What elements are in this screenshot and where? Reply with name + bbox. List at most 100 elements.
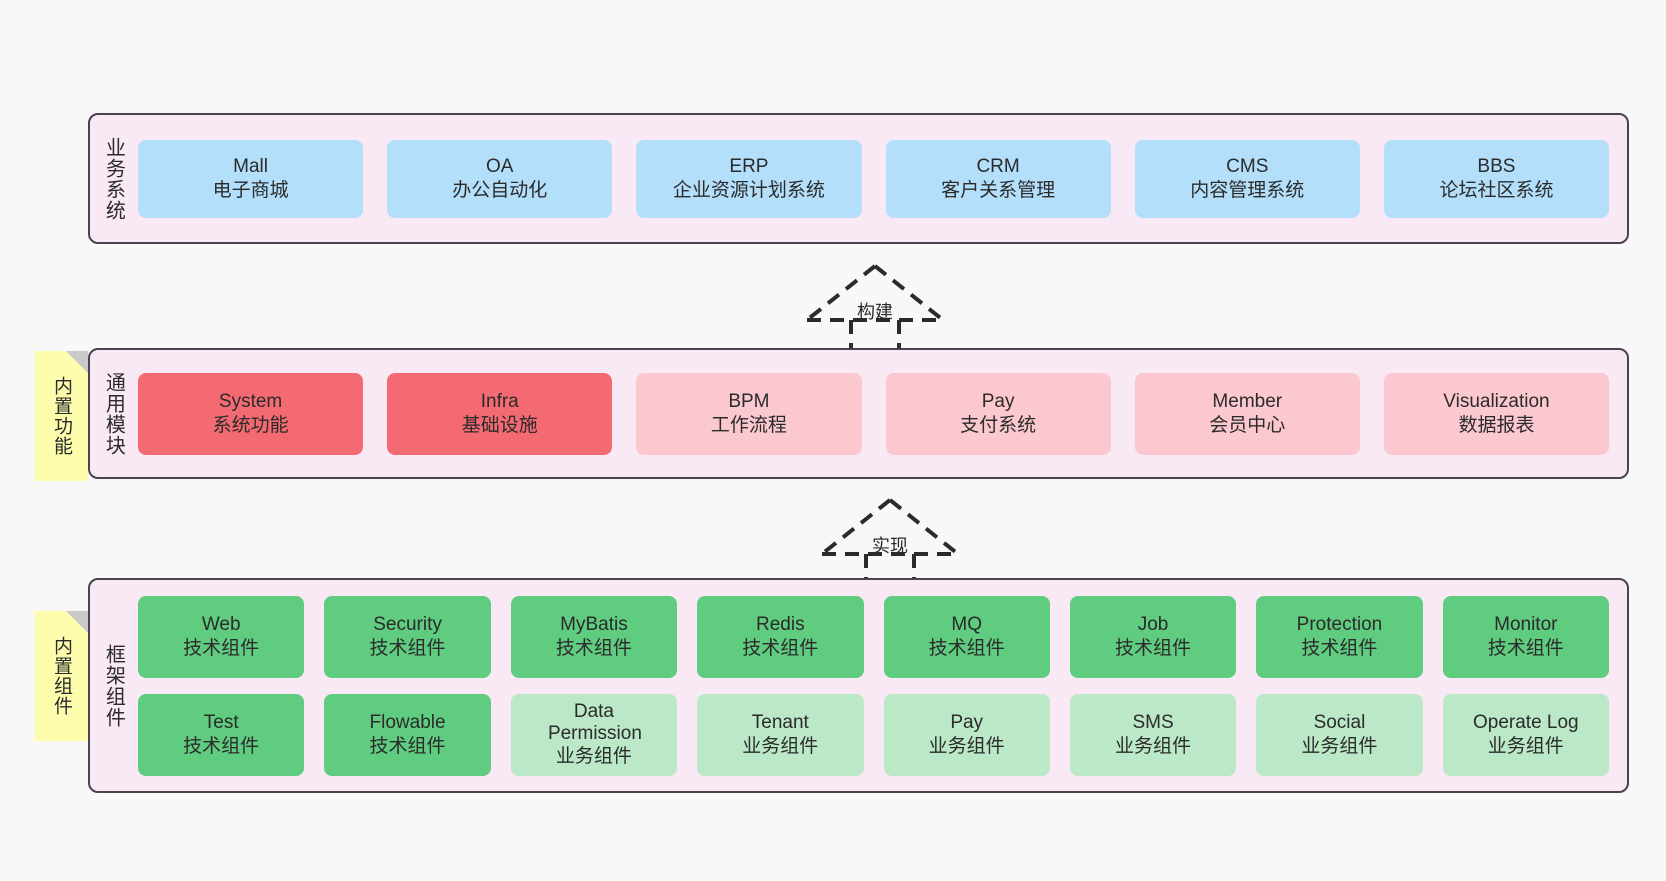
- card-erp[interactable]: ERP 企业资源计划系统: [636, 139, 862, 218]
- card-oa[interactable]: OA 办公自动化: [387, 139, 613, 218]
- card-subtitle: 业务组件: [928, 735, 1005, 757]
- card-mybatis[interactable]: MyBatis 技术组件: [510, 595, 678, 678]
- card-title: Tenant: [751, 712, 809, 734]
- card-security[interactable]: Security 技术组件: [324, 595, 491, 678]
- card-subtitle: 企业资源计划系统: [672, 179, 825, 201]
- card-subtitle: 技术组件: [183, 637, 260, 659]
- card-visualization[interactable]: Visualization 数据报表: [1383, 372, 1610, 455]
- card-title: Job: [1137, 614, 1169, 636]
- section-label-common-modules: 通用模块: [102, 371, 125, 456]
- card-subtitle: 技术组件: [369, 735, 446, 757]
- card-title: Member: [1212, 391, 1283, 413]
- card-title: CMS: [1226, 156, 1269, 178]
- card-monitor[interactable]: Monitor 技术组件: [1442, 595, 1609, 678]
- card-row: System 系统功能 Infra 基础设施 BPM 工作流程 Pay 支付系统…: [138, 372, 1610, 455]
- card-mall[interactable]: Mall 电子商城: [138, 139, 364, 218]
- card-title: SMS: [1132, 712, 1174, 734]
- card-subtitle: 电子商城: [212, 179, 289, 201]
- card-title: Monitor: [1494, 614, 1558, 636]
- card-sms[interactable]: SMS 业务组件: [1069, 693, 1237, 776]
- section-common-modules: 通用模块 System 系统功能 Infra 基础设施 BPM 工作流程 Pay…: [88, 348, 1629, 479]
- card-subtitle: 办公自动化: [452, 179, 548, 201]
- card-title: MyBatis: [560, 614, 628, 636]
- card-subtitle: 技术组件: [928, 637, 1005, 659]
- card-title: Web: [201, 614, 241, 636]
- card-social[interactable]: Social 业务组件: [1256, 693, 1423, 776]
- card-subtitle: 支付系统: [960, 414, 1037, 436]
- card-title: Protection: [1296, 614, 1383, 636]
- card-subtitle: 数据报表: [1458, 414, 1535, 436]
- card-subtitle: 技术组件: [1301, 637, 1378, 659]
- card-title: BBS: [1477, 156, 1516, 178]
- card-title: Flowable: [369, 712, 446, 734]
- card-infra[interactable]: Infra 基础设施: [387, 372, 613, 455]
- card-title: Pay: [950, 712, 984, 734]
- card-web[interactable]: Web 技术组件: [138, 595, 305, 678]
- section-framework-components: 框架组件 Web 技术组件 Security 技术组件 MyBatis 技术组件…: [88, 578, 1629, 793]
- card-pay-component[interactable]: Pay 业务组件: [883, 693, 1050, 776]
- sticky-note-builtin-features: 内置功能: [35, 351, 88, 481]
- card-bpm[interactable]: BPM 工作流程: [636, 372, 862, 455]
- section-body-common-modules: System 系统功能 Infra 基础设施 BPM 工作流程 Pay 支付系统…: [136, 350, 1627, 477]
- card-bbs[interactable]: BBS 论坛社区系统: [1383, 139, 1610, 218]
- card-crm[interactable]: CRM 客户关系管理: [885, 139, 1111, 218]
- card-data-permission[interactable]: Data Permission 业务组件: [510, 693, 678, 776]
- card-tenant[interactable]: Tenant 业务组件: [697, 693, 864, 776]
- card-cms[interactable]: CMS 内容管理系统: [1134, 139, 1360, 218]
- card-row-business: Test 技术组件 Flowable 技术组件 Data Permission …: [138, 693, 1609, 776]
- card-title: Visualization: [1443, 391, 1550, 413]
- card-job[interactable]: Job 技术组件: [1069, 595, 1237, 678]
- card-pay-module[interactable]: Pay 支付系统: [885, 372, 1111, 455]
- card-subtitle: 客户关系管理: [941, 179, 1056, 201]
- card-subtitle: 技术组件: [1115, 637, 1192, 659]
- card-redis[interactable]: Redis 技术组件: [697, 595, 864, 678]
- card-title: MQ: [951, 614, 982, 636]
- section-business-systems: 业务系统 Mall 电子商城 OA 办公自动化 ERP 企业资源计划系统 CRM…: [88, 113, 1629, 244]
- card-title: System: [218, 391, 283, 413]
- section-body-business-systems: Mall 电子商城 OA 办公自动化 ERP 企业资源计划系统 CRM 客户关系…: [136, 115, 1627, 242]
- card-subtitle: 技术组件: [183, 735, 260, 757]
- card-subtitle: 基础设施: [461, 414, 538, 436]
- card-title: Infra: [480, 391, 519, 413]
- card-title: Social: [1313, 712, 1366, 734]
- card-title: CRM: [976, 156, 1020, 178]
- card-subtitle: 工作流程: [710, 414, 787, 436]
- generalization-arrow-icon: [805, 264, 945, 358]
- card-operate-log[interactable]: Operate Log 业务组件: [1442, 693, 1609, 776]
- card-test[interactable]: Test 技术组件: [138, 693, 305, 776]
- card-system[interactable]: System 系统功能: [138, 372, 364, 455]
- sticky-note-builtin-components: 内置组件: [35, 611, 88, 741]
- card-title: Operate Log: [1472, 712, 1579, 734]
- card-subtitle: 业务组件: [1301, 735, 1378, 757]
- card-subtitle: 技术组件: [555, 637, 632, 659]
- card-title: ERP: [729, 156, 769, 178]
- card-title: Redis: [756, 614, 805, 636]
- card-title: Data Permission: [547, 701, 642, 744]
- card-subtitle: 业务组件: [742, 735, 819, 757]
- card-title: Mall: [233, 156, 268, 178]
- section-label-business-systems: 业务系统: [102, 136, 125, 221]
- card-subtitle: 内容管理系统: [1190, 179, 1305, 201]
- card-subtitle: 系统功能: [212, 414, 289, 436]
- card-title: BPM: [728, 391, 770, 413]
- card-mq[interactable]: MQ 技术组件: [883, 595, 1050, 678]
- card-member[interactable]: Member 会员中心: [1134, 372, 1360, 455]
- connector-build: 构建: [795, 262, 955, 360]
- section-label-framework-components: 框架组件: [102, 643, 125, 728]
- card-flowable[interactable]: Flowable 技术组件: [324, 693, 491, 776]
- card-title: Test: [203, 712, 239, 734]
- section-body-framework-components: Web 技术组件 Security 技术组件 MyBatis 技术组件 Redi…: [136, 580, 1627, 791]
- card-subtitle: 业务组件: [555, 745, 632, 767]
- card-title: OA: [486, 156, 514, 178]
- card-subtitle: 业务组件: [1487, 735, 1564, 757]
- card-protection[interactable]: Protection 技术组件: [1256, 595, 1423, 678]
- card-subtitle: 技术组件: [742, 637, 819, 659]
- card-subtitle: 会员中心: [1209, 414, 1286, 436]
- card-title: Security: [373, 614, 442, 636]
- card-subtitle: 论坛社区系统: [1439, 179, 1554, 201]
- card-subtitle: 技术组件: [369, 637, 446, 659]
- card-row: Mall 电子商城 OA 办公自动化 ERP 企业资源计划系统 CRM 客户关系…: [138, 139, 1610, 218]
- card-title: Pay: [981, 391, 1015, 413]
- card-subtitle: 业务组件: [1115, 735, 1192, 757]
